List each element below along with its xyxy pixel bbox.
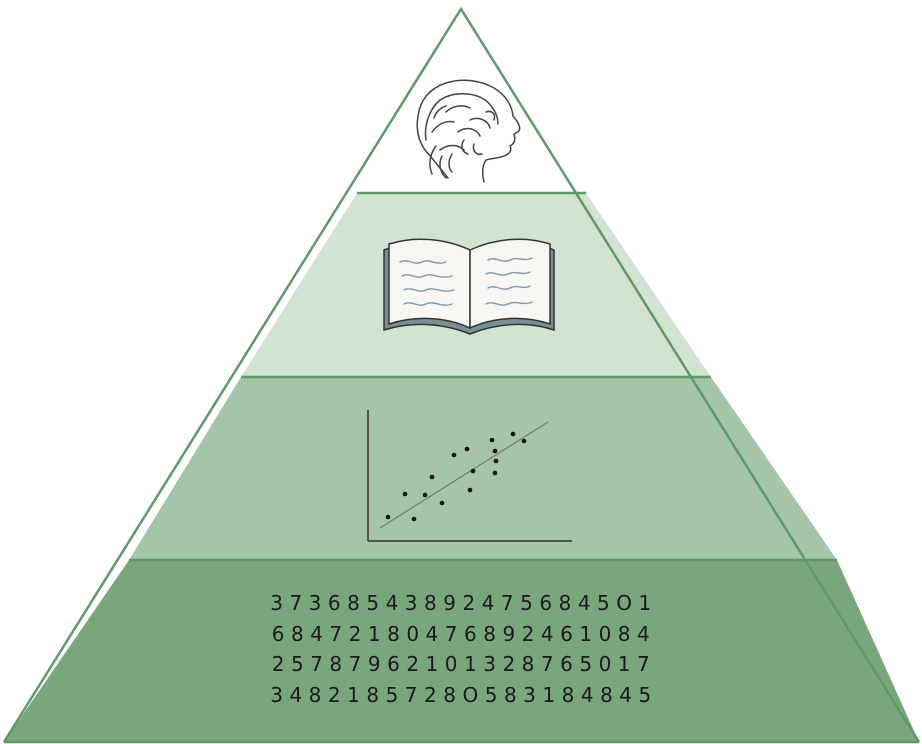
point: [429, 474, 435, 480]
point: [402, 491, 408, 497]
point: [411, 516, 417, 522]
trend-line: [379, 421, 549, 529]
digit-row-1: 373685438924756845O1: [270, 591, 658, 615]
digit-row-4: 3482185728O583184845: [270, 682, 658, 707]
scatter-plot-icon: [367, 410, 572, 542]
point: [451, 452, 457, 458]
open-book-icon: [383, 238, 555, 335]
point: [492, 470, 498, 476]
level-wisdom: [357, 9, 586, 193]
level-data: [4, 560, 919, 742]
point: [493, 458, 499, 464]
point: [489, 437, 495, 443]
point: [464, 446, 470, 452]
point: [510, 431, 516, 437]
digit-row-2: 68472180476892461084: [271, 621, 657, 646]
point: [439, 500, 445, 506]
point: [492, 448, 498, 454]
digit-row-3: 25787962101328765017: [271, 652, 657, 676]
raw-data-numbers: 373685438924756845O1 6847218047689246108…: [0, 588, 922, 710]
point: [470, 468, 476, 474]
head-brain-icon: [416, 79, 521, 183]
point: [422, 492, 428, 498]
point: [385, 514, 391, 520]
point: [521, 438, 527, 444]
level-information: [129, 377, 837, 560]
scatter-points: [385, 431, 527, 522]
point: [467, 487, 473, 493]
pyramid-outline: [2, 6, 921, 744]
